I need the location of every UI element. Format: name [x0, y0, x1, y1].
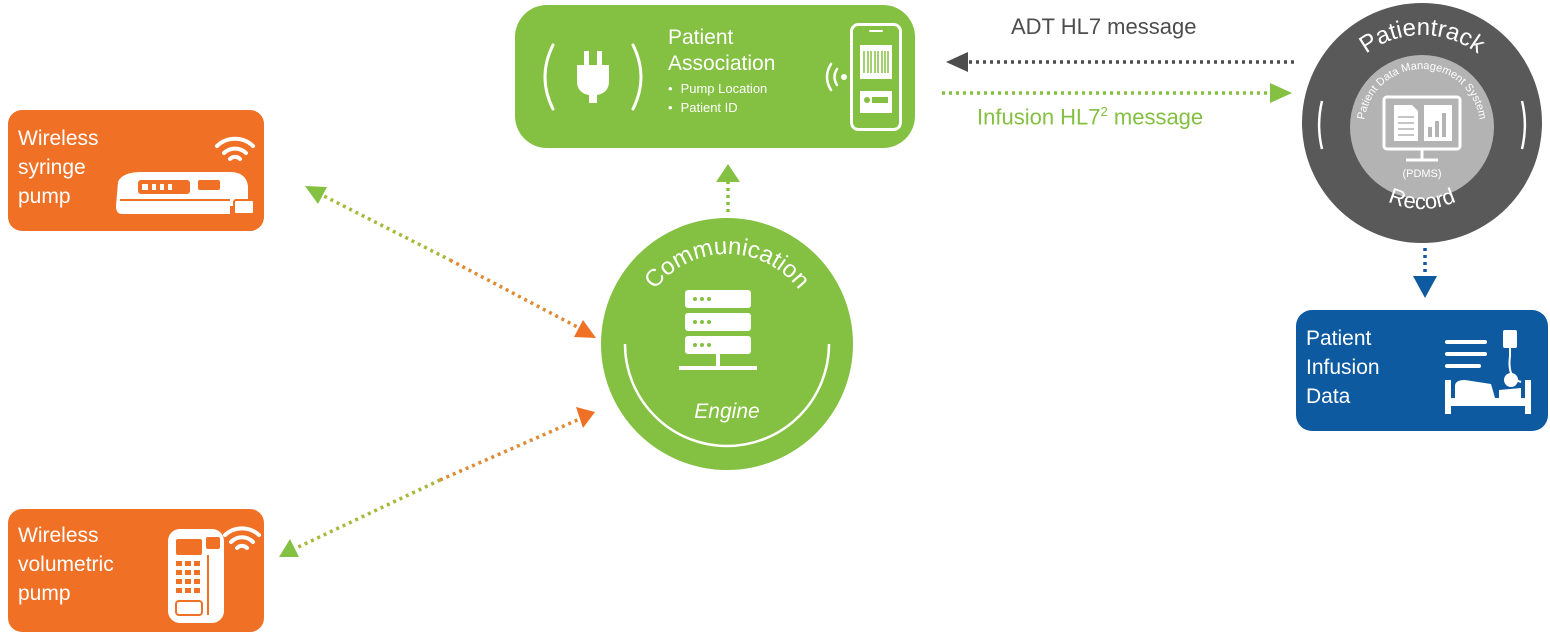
syringe-pump-label-line: Wireless: [18, 127, 99, 150]
pdms-abbr: (PDMS): [1402, 168, 1441, 180]
syringe-pump-label-line: pump: [18, 185, 71, 208]
barcode-scanner-phone-icon: [850, 23, 902, 131]
infusion-data-card: Patient Infusion Data: [1296, 310, 1548, 431]
association-text: Patient Association Pump Location Patien…: [668, 25, 775, 117]
volumetric-pump-label: Wireless volumetric pump: [18, 521, 114, 608]
adt-message-label: ADT HL7 message: [1011, 14, 1197, 39]
volumetric-pump-icon: [168, 529, 224, 623]
infusion-message-prefix: Infusion HL7: [977, 104, 1101, 130]
volumetric-pump-card: Wireless volumetric pump: [8, 509, 264, 632]
server-icon: [679, 290, 757, 370]
syringe-pump-card: Wireless syringe pump: [8, 110, 264, 231]
syringe-pump-label: Wireless syringe pump: [18, 124, 99, 211]
infusion-data-label-line: Patient: [1306, 327, 1372, 350]
monitor-report-icon: [1382, 95, 1462, 162]
association-item: Pump Location: [668, 79, 775, 98]
patientrack-circle: Patientrack Patient Data Management Syst…: [1302, 3, 1542, 243]
volumetric-pump-label-line: volumetric: [18, 553, 114, 576]
syringe-pump-icon: [116, 172, 255, 215]
volumetric-pump-label-line: Wireless: [18, 524, 99, 547]
infusion-message-arrow: [942, 83, 1292, 103]
infusion-message-suffix: message: [1107, 104, 1204, 130]
communication-engine-circle: Communication Engine: [601, 218, 853, 470]
patient-association-card: Patient Association Pump Location Patien…: [515, 5, 915, 148]
patient-bed-iv-icon: [1445, 330, 1531, 414]
infusion-message-superscript: 2: [1100, 104, 1108, 119]
association-items: Pump Location Patient ID: [668, 79, 775, 117]
engine-ring-arc: [623, 343, 831, 448]
volumetric-pump-label-line: pump: [18, 582, 71, 605]
nfc-signal-icon: [825, 62, 847, 92]
volumetric-engine-arrow: [279, 407, 595, 557]
association-title-line: Patient: [668, 26, 734, 49]
association-title: Patient Association: [668, 25, 775, 77]
record-data-arrow: [1413, 248, 1437, 298]
infusion-data-label-line: Infusion: [1306, 356, 1380, 379]
infusion-data-label-line: Data: [1306, 385, 1351, 408]
infusion-message-label: Infusion HL72 message: [977, 104, 1203, 130]
association-item: Patient ID: [668, 98, 775, 117]
syringe-engine-arrow: [305, 186, 596, 338]
syringe-pump-label-line: syringe: [18, 156, 86, 179]
wifi-icon: [215, 136, 255, 161]
communication-engine: Communication Engine: [597, 214, 857, 474]
engine-arc-bottom: Engine: [694, 400, 759, 423]
plug-icon: [543, 43, 643, 111]
pdms-disc: [1350, 55, 1494, 199]
patientrack-record: Patientrack Patient Data Management Syst…: [1296, 1, 1548, 245]
infusion-data-label: Patient Infusion Data: [1306, 324, 1380, 411]
adt-message-arrow: [946, 52, 1294, 72]
association-title-line: Association: [668, 52, 776, 75]
wifi-icon: [223, 526, 261, 550]
engine-association-arrow: [716, 164, 740, 212]
